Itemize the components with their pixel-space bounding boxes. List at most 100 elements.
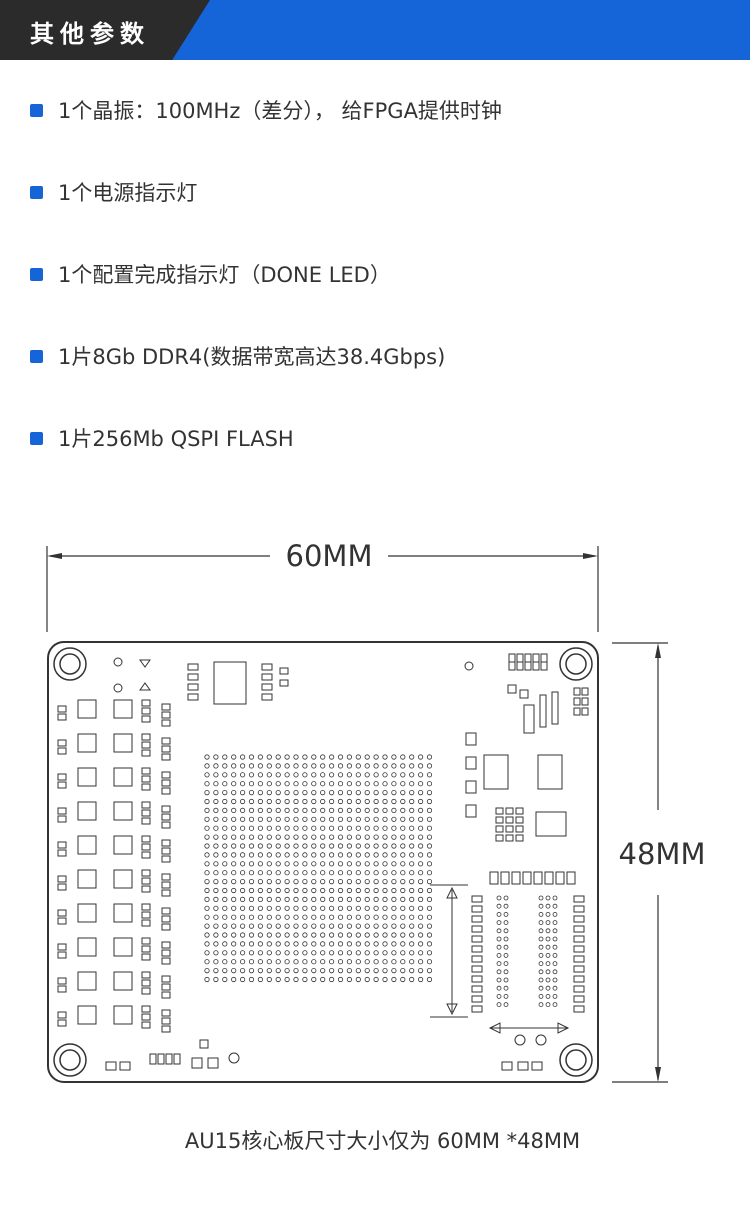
ball-pad (284, 896, 290, 903)
ball-pad (400, 816, 406, 822)
component-pad (471, 905, 483, 913)
ball-pad (391, 825, 397, 831)
component-pad (161, 839, 171, 847)
ball-pad (426, 781, 433, 787)
ball-pad (222, 763, 228, 769)
ball-pad (248, 914, 255, 920)
ball-pad (240, 870, 246, 876)
ball-pad (538, 928, 544, 934)
component-pad (141, 733, 151, 741)
ball-pad (275, 861, 281, 867)
component-pad (471, 1005, 483, 1013)
component-pad (471, 955, 483, 963)
ball-pad (337, 807, 344, 814)
ball-pad (328, 781, 335, 787)
ball-pad (302, 754, 308, 760)
ball-pad (311, 816, 317, 822)
ball-pad (240, 834, 246, 840)
ball-pad (409, 807, 415, 814)
ball-pad (337, 789, 344, 796)
ball-pad (382, 950, 388, 956)
list-item: 1个配置完成指示灯（DONE LED） (30, 256, 730, 338)
component-pad (465, 732, 477, 746)
ball-pad (400, 781, 406, 787)
ball-pad (373, 789, 379, 796)
component-pad (508, 661, 516, 671)
ball-pad (320, 816, 326, 822)
ball-pad (231, 896, 237, 903)
ball-pad (417, 976, 424, 983)
component-pad (495, 807, 504, 815)
ball-pad (364, 923, 370, 929)
ball-pad (373, 976, 379, 983)
ball-pad (231, 834, 237, 840)
ball-pad (409, 789, 415, 796)
ball-pad (213, 905, 219, 911)
ball-pad (538, 969, 544, 975)
ball-pad (284, 941, 290, 947)
ball-pad (284, 914, 290, 920)
ball-pad (213, 852, 219, 858)
ball-pad (284, 816, 290, 822)
ball-pad (311, 878, 317, 885)
component-pad (161, 881, 171, 889)
ball-pad (293, 941, 299, 947)
ball-pad (545, 994, 551, 999)
ball-pad (284, 772, 290, 778)
ball-pad (302, 914, 308, 920)
ball-pad (311, 950, 317, 956)
ball-pad (222, 754, 228, 760)
ball-pad (337, 772, 344, 778)
component-pad (161, 719, 171, 727)
ball-pad (231, 816, 237, 822)
ball-pad (426, 932, 433, 938)
ball-pad (240, 781, 246, 787)
ball-pad (400, 959, 406, 965)
ball-pad (409, 959, 415, 965)
component-pad (465, 756, 477, 770)
ball-pad (275, 905, 281, 911)
list-item: 1片256Mb QSPI FLASH (30, 420, 730, 502)
ball-pad (552, 936, 558, 942)
ball-pad (231, 825, 237, 831)
ball-pad (257, 789, 263, 796)
ball-pad (204, 896, 210, 903)
ball-pad (355, 896, 361, 903)
component-pad (187, 693, 199, 701)
ball-pad (382, 772, 388, 778)
component-pad (141, 767, 151, 775)
ball-pad (275, 941, 281, 947)
component-pad (161, 753, 171, 761)
ball-pad (496, 969, 502, 975)
component-pad (581, 687, 589, 696)
ball-pad (373, 763, 379, 769)
ball-pad (545, 969, 551, 975)
component-pad (141, 1013, 151, 1021)
ball-pad (503, 936, 509, 942)
ball-pad (400, 772, 406, 778)
ball-pad (503, 953, 509, 958)
ball-pad (311, 825, 317, 831)
component-pad (141, 775, 151, 783)
ball-pad (355, 887, 361, 894)
ball-pad (409, 905, 415, 911)
ball-pad (355, 878, 361, 885)
ball-pad (538, 944, 544, 950)
bullet-square-icon (30, 350, 43, 363)
ball-pad (311, 843, 317, 849)
arrow-up-icon (655, 643, 661, 658)
component-pad (191, 1057, 203, 1069)
ball-pad (503, 977, 509, 983)
component-pad (57, 951, 67, 959)
ball-pad (373, 807, 379, 814)
mounting-hole-icon (559, 647, 593, 681)
ball-pad (311, 789, 317, 796)
ball-pad (320, 798, 326, 805)
component-pad (544, 871, 554, 885)
ball-pad (503, 994, 509, 999)
ball-pad (382, 914, 388, 920)
ball-pad (373, 834, 379, 840)
ball-pad (240, 905, 246, 911)
ball-pad (320, 825, 326, 831)
ball-pad (391, 852, 397, 858)
